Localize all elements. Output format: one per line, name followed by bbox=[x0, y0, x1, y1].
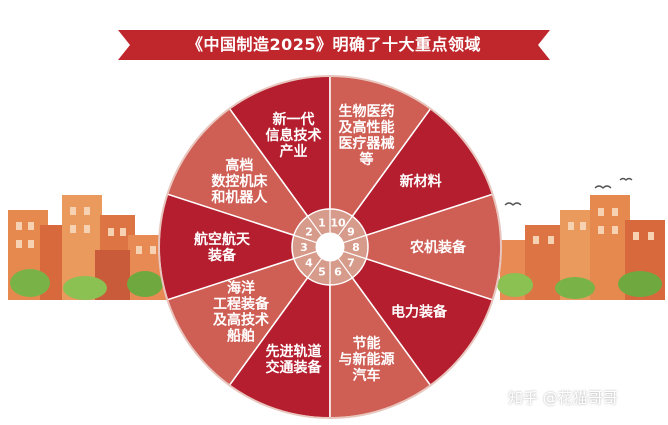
inner-divider bbox=[343, 234, 367, 244]
sector-label-line: 海洋 bbox=[227, 280, 255, 297]
inner-divider bbox=[307, 215, 323, 237]
sector-number-10: 10 bbox=[330, 216, 346, 229]
sector-number-4: 4 bbox=[305, 256, 313, 269]
sector-number-3: 3 bbox=[300, 241, 308, 254]
sector-number-2: 2 bbox=[305, 226, 313, 239]
sector-label-line: 农机装备 bbox=[409, 239, 467, 256]
sector-label-7: 电力装备 bbox=[391, 304, 448, 321]
sector-label-line: 装备 bbox=[207, 247, 237, 264]
sector-label-10: 生物医药及高性能医疗器械等 bbox=[339, 103, 395, 168]
sector-label-line: 医疗器械 bbox=[339, 135, 395, 152]
sector-number-1: 1 bbox=[318, 216, 326, 229]
sector-label-1: 新一代信息技术产业 bbox=[266, 111, 322, 160]
sector-label-line: 航空航天 bbox=[194, 231, 251, 248]
sector-label-line: 信息技术 bbox=[266, 127, 322, 144]
sector-label-line: 工程装备 bbox=[213, 296, 270, 313]
sector-label-line: 汽车 bbox=[353, 367, 381, 384]
right-trees bbox=[497, 271, 662, 299]
sector-label-4: 海洋工程装备及高技术船舶 bbox=[213, 280, 270, 345]
sector-label-line: 新材料 bbox=[400, 173, 442, 190]
sector-label-line: 电力装备 bbox=[391, 304, 448, 321]
sector-label-line: 等 bbox=[360, 151, 374, 168]
page-title: 《中国制造2025》明确了十大重点领域 bbox=[186, 35, 482, 54]
inner-divider bbox=[337, 215, 353, 237]
banner-shape bbox=[118, 30, 550, 60]
sector-label-9: 新材料 bbox=[400, 173, 442, 190]
sector-label-2: 高档数控机床和机器人 bbox=[211, 157, 268, 206]
left-trees bbox=[10, 269, 163, 300]
sector-label-line: 高档 bbox=[225, 157, 253, 174]
sector-label-6: 节能与新能源汽车 bbox=[339, 335, 395, 384]
sector-number-5: 5 bbox=[318, 266, 326, 279]
sector-label-line: 节能 bbox=[353, 335, 381, 352]
sector-label-3: 航空航天装备 bbox=[194, 231, 251, 264]
sector-label-5: 先进轨道交通装备 bbox=[266, 343, 323, 376]
inner-divider bbox=[293, 234, 317, 244]
inner-divider bbox=[337, 257, 353, 279]
sector-label-line: 交通装备 bbox=[266, 359, 323, 376]
watermark: 知乎 @花猫哥哥 bbox=[508, 389, 618, 407]
sector-number-8: 8 bbox=[352, 241, 360, 254]
inner-divider bbox=[343, 250, 367, 260]
sector-label-8: 农机装备 bbox=[409, 239, 467, 256]
center-hub bbox=[315, 232, 345, 262]
sector-label-line: 新一代 bbox=[273, 111, 315, 128]
birds-decoration bbox=[504, 177, 633, 206]
sector-label-line: 产业 bbox=[280, 143, 308, 160]
wheel-rim bbox=[158, 75, 502, 419]
inner-divider bbox=[307, 257, 323, 279]
sector-label-line: 和机器人 bbox=[211, 189, 268, 206]
sector-label-line: 生物医药 bbox=[339, 103, 395, 120]
sector-label-line: 及高技术 bbox=[213, 312, 269, 329]
inner-divider bbox=[293, 250, 317, 260]
sector-label-line: 数控机床 bbox=[211, 173, 268, 190]
sector-number-7: 7 bbox=[347, 256, 355, 269]
sector-label-line: 与新能源 bbox=[339, 351, 395, 368]
sector-label-line: 及高性能 bbox=[339, 119, 395, 136]
sector-number-6: 6 bbox=[334, 266, 342, 279]
sector-number-9: 9 bbox=[347, 226, 355, 239]
sector-label-line: 先进轨道 bbox=[266, 343, 322, 360]
sector-label-line: 船舶 bbox=[227, 328, 255, 345]
title-banner: 《中国制造2025》明确了十大重点领域 bbox=[118, 30, 550, 60]
